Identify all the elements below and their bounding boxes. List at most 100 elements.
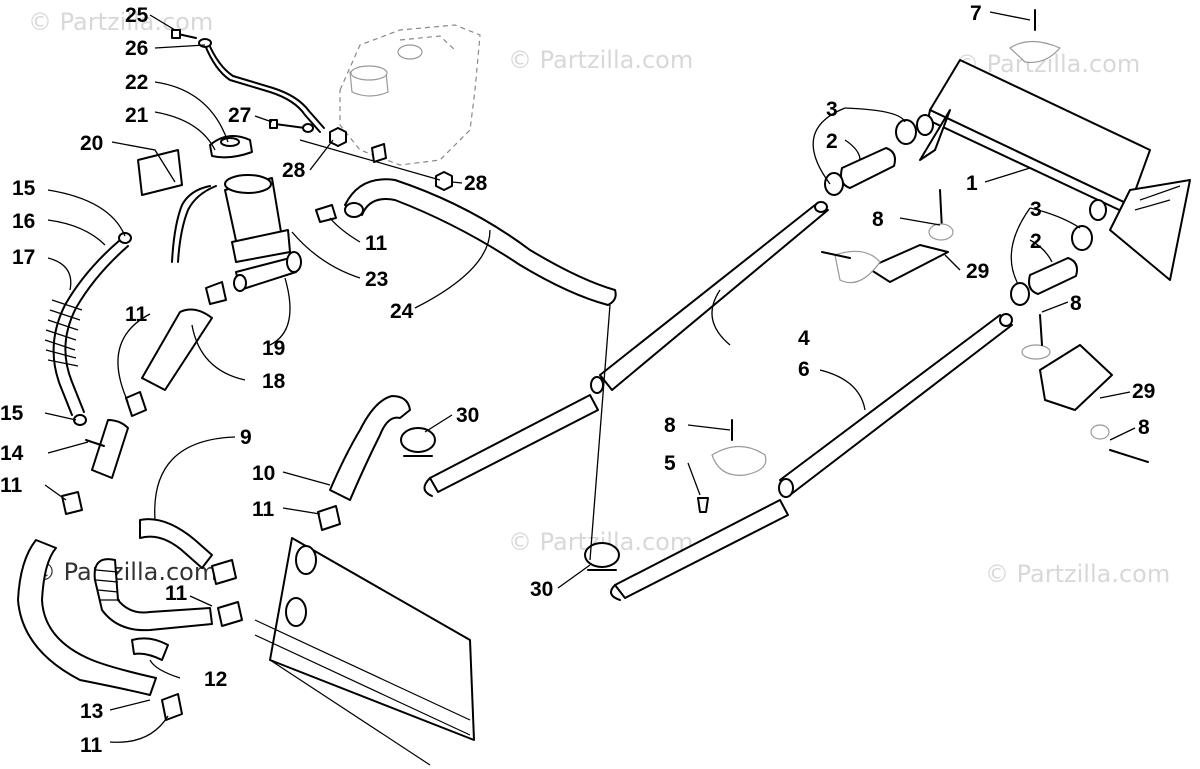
callout-29a: 29 <box>966 260 989 283</box>
bolt-27 <box>269 119 314 133</box>
clamp-3-top-left <box>824 172 844 196</box>
callout-25: 25 <box>125 4 149 27</box>
tee-fitting <box>73 414 129 479</box>
callout-11c: 11 <box>0 474 23 497</box>
nut-28a <box>329 127 347 147</box>
callout-1: 1 <box>966 172 978 195</box>
grommet-8a2 <box>928 223 954 241</box>
pin-8a2 <box>939 189 943 231</box>
surge-tank <box>171 174 302 292</box>
hose-24 <box>344 178 617 306</box>
callout-30b: 30 <box>530 578 553 601</box>
tube-6 <box>610 313 1013 601</box>
callout-16: 16 <box>12 210 35 233</box>
watermark-5: © Partzilla.com <box>985 560 1170 588</box>
clamp-11-hose9a <box>211 559 237 585</box>
callout-8c: 8 <box>1070 292 1082 315</box>
radiator-cap <box>209 135 253 159</box>
coolant-tank-outline <box>339 24 481 166</box>
hose-13 <box>17 539 157 696</box>
clamp-3-right-high <box>1071 225 1093 251</box>
hose-2-top <box>840 147 896 189</box>
watermark-2: © Partzilla.com <box>508 46 693 74</box>
hose-17 <box>44 239 129 416</box>
pin-8c <box>1039 314 1043 346</box>
callout-18: 18 <box>262 370 286 393</box>
callout-17: 17 <box>12 246 35 269</box>
grommet-8d <box>1090 424 1110 440</box>
fastener-5 <box>697 497 709 513</box>
callouts: 25 26 22 21 27 20 28 28 15 16 17 11 23 2… <box>0 2 1155 757</box>
callout-11a: 11 <box>365 232 388 255</box>
clamp-11-low <box>61 491 83 515</box>
bolt-25 <box>171 29 197 39</box>
tube-4 <box>423 201 829 497</box>
callout-26: 26 <box>125 37 148 60</box>
callout-2a: 2 <box>826 130 838 153</box>
hose-9 <box>93 518 213 632</box>
callout-14: 14 <box>0 442 24 465</box>
callout-28a: 28 <box>282 159 306 182</box>
callout-11d: 11 <box>252 498 275 521</box>
pin-8d <box>1109 449 1149 463</box>
clamp-11-mid <box>125 391 147 417</box>
callout-8a: 8 <box>872 208 884 231</box>
callout-4: 4 <box>798 327 810 350</box>
callout-13: 13 <box>80 700 103 723</box>
callout-8d: 8 <box>1138 416 1150 439</box>
callout-3b: 3 <box>1030 198 1042 221</box>
callout-11e: 11 <box>165 582 188 605</box>
callout-11b: 11 <box>125 303 148 326</box>
grommet-8c <box>1021 344 1051 360</box>
callout-30a: 30 <box>456 404 479 427</box>
callout-23: 23 <box>365 268 388 291</box>
callout-9: 9 <box>240 426 252 449</box>
callout-8b: 8 <box>664 414 676 437</box>
callout-28b: 28 <box>464 172 488 195</box>
grommet-8b <box>711 445 767 476</box>
hose-18 <box>141 308 213 391</box>
callout-19: 19 <box>262 337 285 360</box>
callout-10: 10 <box>252 462 275 485</box>
clamp-11-bottom <box>161 693 183 721</box>
hose-10 <box>329 395 411 501</box>
clamp-3-right-low <box>1010 282 1030 306</box>
callout-2b: 2 <box>1030 230 1042 253</box>
nut-28b <box>435 171 453 191</box>
callout-24: 24 <box>390 300 414 323</box>
callout-27: 27 <box>228 104 251 127</box>
callout-6: 6 <box>798 358 810 381</box>
callout-21: 21 <box>125 104 149 127</box>
clamp-11-hose9b <box>217 601 243 627</box>
clamp-11-left <box>205 281 227 305</box>
bracket-29a <box>867 244 949 283</box>
bracket-29b <box>1039 344 1113 411</box>
callout-20: 20 <box>80 132 103 155</box>
callout-5: 5 <box>664 452 676 475</box>
callout-3a: 3 <box>826 98 838 121</box>
pin-8a <box>821 251 851 259</box>
callout-11f: 11 <box>80 734 103 757</box>
vent-tube <box>198 38 325 133</box>
clamp-11-hose10 <box>317 505 341 531</box>
collar-30b <box>584 542 620 571</box>
clamp-3-top-right <box>895 119 917 145</box>
mount-line <box>299 139 441 181</box>
watermark-1: © Partzilla.com <box>28 8 213 36</box>
leader-lines <box>44 11 1136 743</box>
clamp-12 <box>131 637 169 661</box>
callout-29b: 29 <box>1132 380 1155 403</box>
lower-panel <box>254 537 475 766</box>
watermark-6: © Partzilla.com <box>32 558 217 586</box>
heat-exchanger <box>916 59 1191 281</box>
grommet-8a <box>834 250 881 284</box>
callout-22: 22 <box>125 71 148 94</box>
hose-2-right <box>1028 257 1078 295</box>
clamp-11-top <box>315 204 337 223</box>
callout-15b: 15 <box>0 402 24 425</box>
callout-12: 12 <box>204 668 227 691</box>
callout-15a: 15 <box>12 177 36 200</box>
clamp-15-top <box>118 232 132 244</box>
bracket-small <box>371 143 387 163</box>
